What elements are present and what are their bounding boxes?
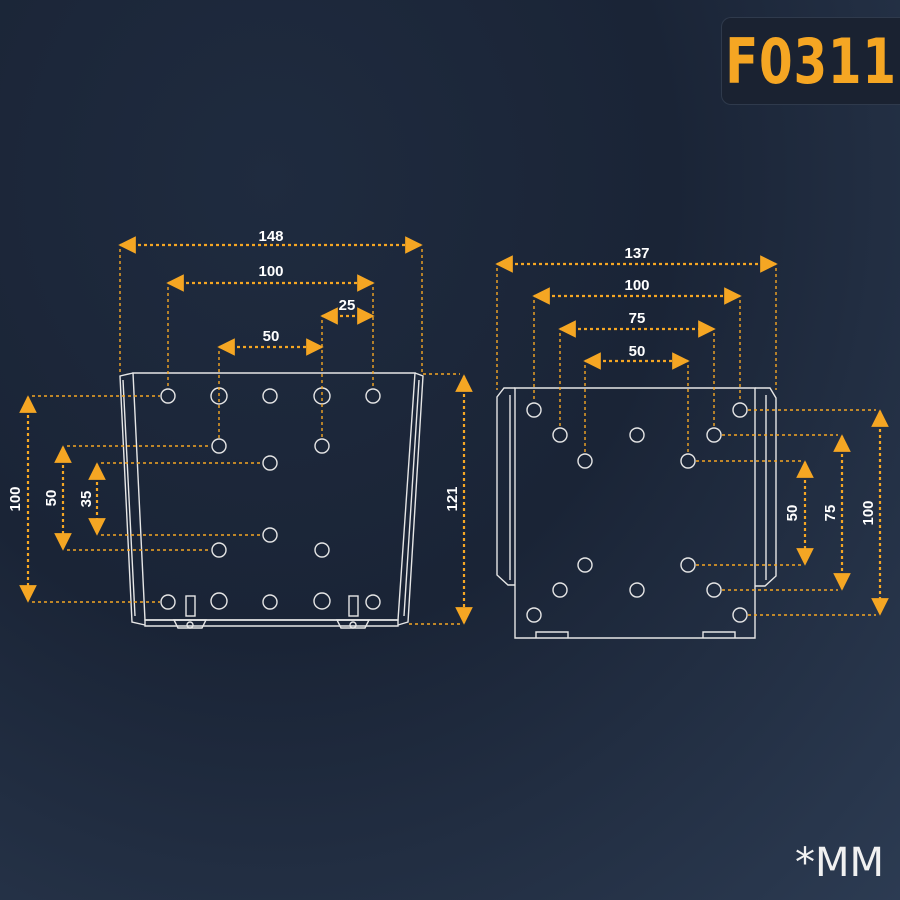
left-bracket	[119, 372, 424, 629]
left-bracket-holes	[160, 387, 381, 610]
unit-note: *MM	[794, 840, 884, 886]
left-height-121-label: 121	[444, 486, 461, 511]
right-dimension-lines	[495, 255, 889, 616]
right-width-overall-label: 137	[624, 245, 649, 262]
right-height-75-label: 75	[822, 505, 839, 522]
left-bracket-right-flange	[397, 372, 424, 626]
right-bracket	[496, 387, 777, 639]
right-width-75-label: 75	[629, 310, 646, 327]
right-bracket-plate	[514, 387, 756, 639]
model-number: F0311	[725, 24, 897, 98]
left-width-overall-label: 148	[258, 228, 283, 245]
left-width-50-label: 50	[263, 328, 280, 345]
right-height-100-label: 100	[860, 500, 877, 525]
left-height-35-label: 35	[78, 491, 95, 508]
left-width-25-label: 25	[339, 297, 356, 314]
left-bracket-left-flange	[119, 372, 146, 626]
right-bracket-holes	[526, 402, 748, 623]
right-height-50-label: 50	[784, 505, 801, 522]
right-bracket-right-flange	[755, 387, 777, 587]
left-dimension-lines	[19, 236, 473, 625]
left-height-50-label: 50	[43, 490, 60, 507]
left-width-100-label: 100	[258, 263, 283, 280]
left-bracket-plate	[132, 372, 416, 621]
dimension-labels: 148 100 25 50 100 50 35 121 137 100 75 5…	[7, 228, 877, 526]
right-bracket-left-flange	[496, 387, 515, 586]
model-badge: F0311	[721, 17, 900, 105]
left-bracket-screws	[172, 595, 371, 629]
right-width-100-label: 100	[624, 277, 649, 294]
left-height-100-label: 100	[7, 486, 24, 511]
right-width-50-label: 50	[629, 343, 646, 360]
